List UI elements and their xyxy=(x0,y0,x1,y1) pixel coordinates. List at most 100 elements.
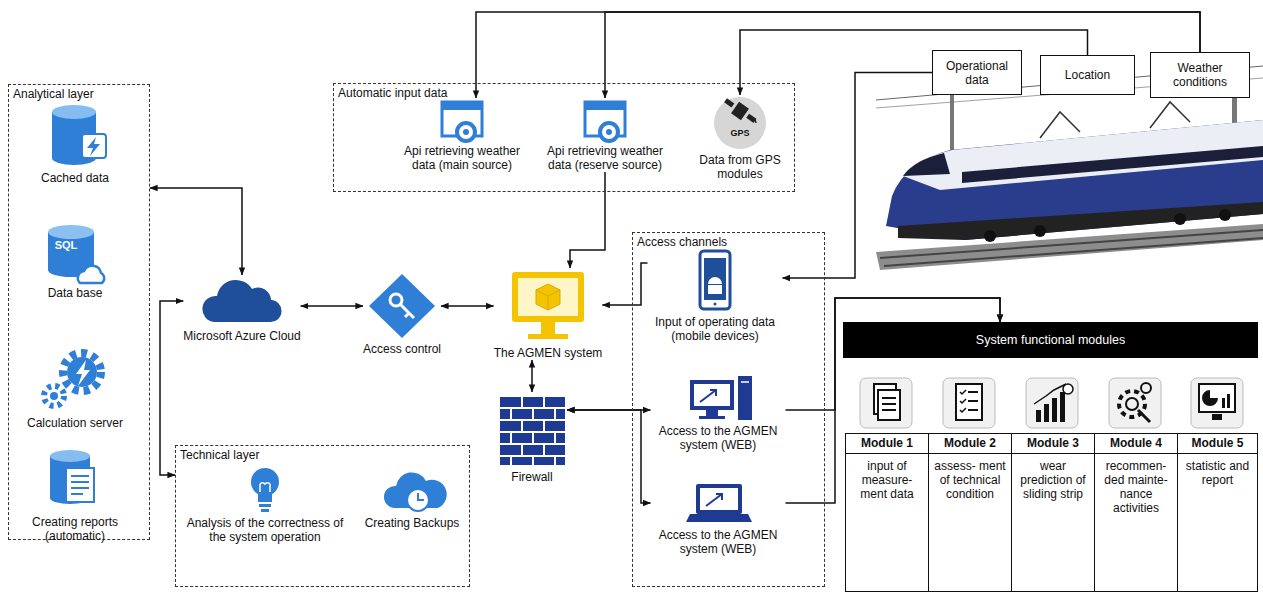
connector xyxy=(783,73,933,279)
cached-data-icon xyxy=(52,105,106,165)
firewall-icon xyxy=(554,408,556,420)
module-icon xyxy=(1063,384,1073,394)
database-icon xyxy=(78,266,104,283)
train-illustration xyxy=(1040,112,1080,138)
access-control-icon xyxy=(400,304,414,318)
train-illustration xyxy=(903,153,950,176)
connector xyxy=(441,305,494,307)
api-icon xyxy=(606,129,612,135)
agmen-monitor-icon xyxy=(541,322,555,334)
laptop-icon xyxy=(706,494,722,506)
gps-icon xyxy=(746,114,756,123)
module-box: Module 5statistic and report xyxy=(1177,433,1258,592)
group-heading: Automatic input data xyxy=(338,86,790,100)
mobile-device-icon xyxy=(700,251,730,309)
train-illustration xyxy=(898,202,1263,240)
calculation-server-icon xyxy=(67,357,97,387)
input-box: Location xyxy=(1040,55,1135,95)
reports-icon xyxy=(66,468,94,502)
cloud-icon xyxy=(202,280,281,322)
node-label: Analysis of the correctness of the syste… xyxy=(180,516,350,544)
module-box: Module 1input of measure- ment data xyxy=(845,433,929,592)
node-label: Operational data xyxy=(937,59,1017,87)
module-box: Module 2assess- ment of technical condit… xyxy=(928,433,1012,592)
desktop-icon xyxy=(699,416,725,419)
layer-group: Automatic input dataApi retrieving weath… xyxy=(333,83,795,192)
node-label: Microsoft Azure Cloud xyxy=(183,329,300,343)
module-text: wear prediction of sliding strip xyxy=(1012,454,1094,506)
mobile-device-icon xyxy=(704,258,726,300)
firewall-icon xyxy=(510,456,512,465)
firewall-icon xyxy=(532,408,534,420)
icon-node: Data base xyxy=(45,222,105,300)
calculation-server-icon xyxy=(44,386,64,406)
cloud-icon xyxy=(202,280,281,322)
input-box: Weather conditions xyxy=(1150,52,1250,98)
api-icon xyxy=(463,129,469,135)
train-illustration xyxy=(1174,213,1186,225)
module-icon xyxy=(882,409,896,411)
module-icon xyxy=(1141,383,1151,393)
agmen-monitor-icon xyxy=(512,272,584,322)
module-box: Module 4recommen- ded mainte- nance acti… xyxy=(1094,433,1178,592)
api-icon xyxy=(442,102,482,141)
module-icon xyxy=(1191,378,1243,428)
module-title: Module 4 xyxy=(1095,434,1177,454)
module-icon xyxy=(882,397,896,399)
firewall-icon xyxy=(521,420,523,432)
firewall-icon xyxy=(500,397,565,465)
api-icon xyxy=(442,102,482,110)
api-icon xyxy=(585,102,625,141)
node-label: Cached data xyxy=(41,171,109,185)
module-icon xyxy=(1036,410,1041,422)
icon-text: SQL xyxy=(55,240,78,251)
firewall-icon xyxy=(510,432,512,444)
group-heading: Access channels xyxy=(637,235,820,249)
module-icon xyxy=(1199,384,1235,412)
module-icon xyxy=(968,409,978,411)
agmen-monitor-icon xyxy=(536,284,560,310)
desktop-icon xyxy=(706,410,718,416)
firewall-icon xyxy=(521,444,523,456)
module-icon xyxy=(878,390,900,420)
connector xyxy=(740,30,1088,95)
module-icon xyxy=(968,391,978,393)
train-illustration xyxy=(1150,102,1190,128)
module-title: Module 5 xyxy=(1178,434,1257,454)
train-illustration xyxy=(886,120,1263,240)
icon-node: Api retrieving weather data (reserve sou… xyxy=(535,98,675,172)
mobile-device-icon xyxy=(708,285,722,294)
mobile-device-icon xyxy=(714,303,717,306)
connector xyxy=(570,172,605,268)
firewall-icon xyxy=(543,397,545,408)
module-icon xyxy=(943,378,995,428)
access-control-icon xyxy=(369,274,435,338)
module-icon xyxy=(956,384,982,420)
module-title: Module 1 xyxy=(846,434,928,454)
reports-icon xyxy=(71,487,89,489)
module-icon xyxy=(1138,410,1150,422)
firewall-icon xyxy=(500,397,565,465)
lightbulb-icon xyxy=(251,468,279,512)
node-label: Api retrieving weather data (reserve sou… xyxy=(535,144,675,172)
desktop-icon xyxy=(694,384,730,406)
module-icon xyxy=(960,390,966,412)
module-icon xyxy=(1202,390,1218,406)
input-box: Operational data xyxy=(932,50,1022,95)
node-label: Access to the AGMEN system (WEB) xyxy=(651,528,786,556)
module-icon xyxy=(1222,398,1225,408)
connector xyxy=(602,263,647,305)
train-illustration xyxy=(903,120,1263,190)
icon-node: Access to the AGMEN system (WEB) xyxy=(651,372,786,452)
firewall-icon xyxy=(543,420,545,432)
icon-node: Analysis of the correctness of the syste… xyxy=(180,466,350,544)
firewall-icon xyxy=(510,408,512,420)
icon-node: Firewall xyxy=(497,392,567,484)
connector xyxy=(150,188,242,275)
module-icon xyxy=(1026,378,1078,428)
module-icon xyxy=(1109,378,1161,428)
firewall-icon xyxy=(500,397,565,465)
module-title: Module 2 xyxy=(929,434,1011,454)
lightbulb-icon xyxy=(258,492,272,502)
module-icon xyxy=(882,403,896,405)
